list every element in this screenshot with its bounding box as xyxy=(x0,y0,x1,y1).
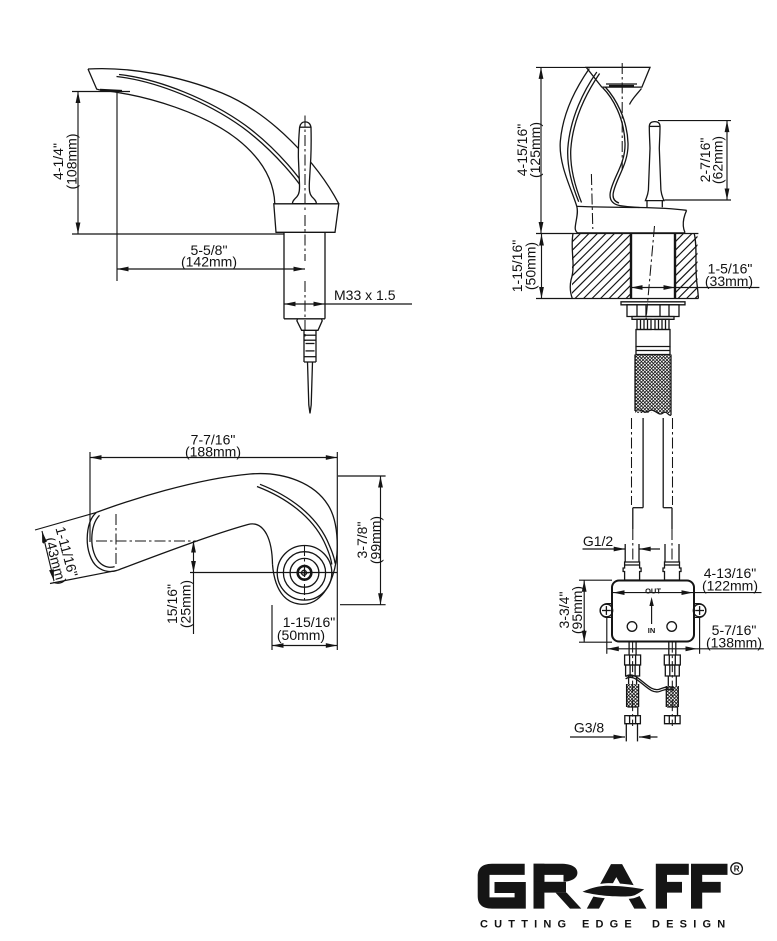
svg-text:M33 x 1.5: M33 x 1.5 xyxy=(334,287,396,303)
svg-text:(50mm): (50mm) xyxy=(523,242,539,290)
svg-text:OUT: OUT xyxy=(645,587,661,596)
svg-text:G1/2: G1/2 xyxy=(583,533,614,549)
svg-text:(122mm): (122mm) xyxy=(702,578,758,594)
svg-text:(188mm): (188mm) xyxy=(185,444,241,460)
svg-text:1-15/16": 1-15/16" xyxy=(509,240,525,292)
svg-text:4-15/16": 4-15/16" xyxy=(514,124,530,176)
svg-text:CUTTING: CUTTING xyxy=(480,919,572,931)
svg-text:(25mm): (25mm) xyxy=(178,580,194,628)
svg-text:(62mm): (62mm) xyxy=(710,136,726,184)
svg-text:(138mm): (138mm) xyxy=(706,635,762,651)
svg-text:DESIGN: DESIGN xyxy=(652,919,731,931)
svg-text:(95mm): (95mm) xyxy=(569,586,585,634)
svg-text:1-5/16": 1-5/16" xyxy=(708,261,753,277)
svg-text:G3/8: G3/8 xyxy=(574,720,605,736)
svg-text:IN: IN xyxy=(648,626,656,635)
svg-text:5-7/16": 5-7/16" xyxy=(712,622,757,638)
svg-text:(125mm): (125mm) xyxy=(527,122,543,178)
svg-text:7-7/16": 7-7/16" xyxy=(191,432,236,448)
svg-text:3-7/8": 3-7/8" xyxy=(354,522,370,559)
svg-text:4-1/4": 4-1/4" xyxy=(50,143,66,180)
svg-text:(142mm): (142mm) xyxy=(181,254,237,270)
svg-text:(99mm): (99mm) xyxy=(368,516,384,564)
svg-text:4-13/16": 4-13/16" xyxy=(704,565,756,581)
svg-text:5-5/8": 5-5/8" xyxy=(191,242,228,258)
svg-text:3-3/4": 3-3/4" xyxy=(556,592,572,629)
svg-text:1-15/16": 1-15/16" xyxy=(283,614,335,630)
svg-text:R: R xyxy=(734,865,740,874)
svg-text:15/16": 15/16" xyxy=(164,584,180,624)
svg-text:EDGE: EDGE xyxy=(582,919,638,931)
svg-text:2-7/16": 2-7/16" xyxy=(697,138,713,183)
svg-text:(108mm): (108mm) xyxy=(64,133,80,189)
svg-text:(33mm): (33mm) xyxy=(705,273,753,289)
svg-text:(50mm): (50mm) xyxy=(277,627,325,643)
